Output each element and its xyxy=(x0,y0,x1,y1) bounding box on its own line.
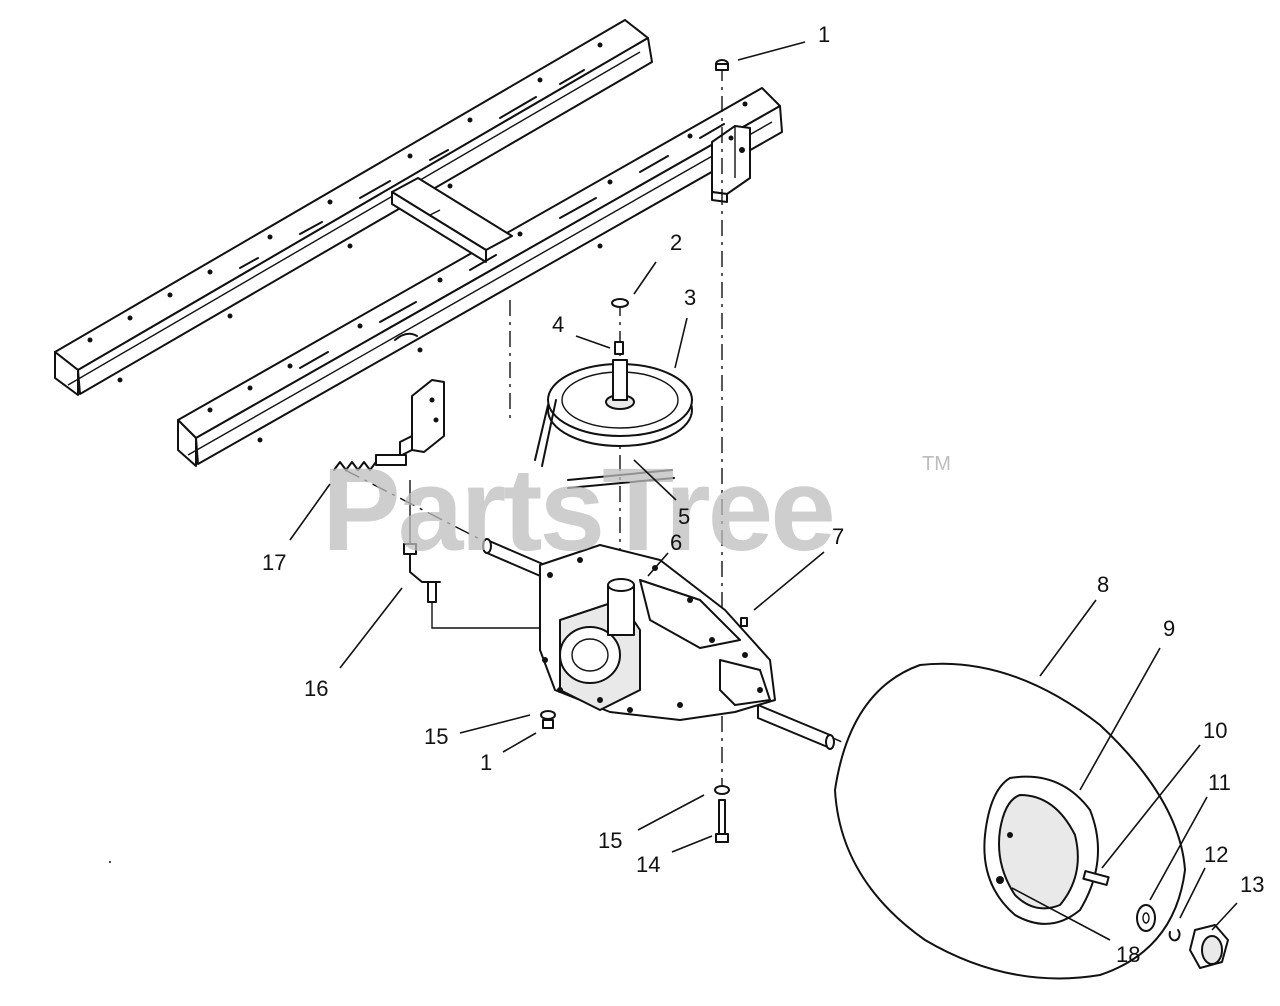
mounting-bracket-left xyxy=(399,379,445,457)
callout-4: 4 xyxy=(552,312,564,337)
callout-6: 6 xyxy=(670,530,682,555)
callout-1-top: 1 xyxy=(818,22,830,47)
washer-11 xyxy=(1136,904,1156,932)
callout-16: 16 xyxy=(304,676,328,701)
transaxle xyxy=(482,538,835,750)
callout-2: 2 xyxy=(670,230,682,255)
key-10 xyxy=(1082,870,1110,886)
mounting-bracket-right xyxy=(711,125,751,203)
callout-9: 9 xyxy=(1163,616,1175,641)
frame-rail-front xyxy=(177,87,783,467)
spring xyxy=(333,454,407,471)
bolt-14-washer-15 xyxy=(714,785,730,843)
callout-15-upper: 15 xyxy=(424,724,448,749)
callout-12: 12 xyxy=(1204,842,1228,867)
callout-13: 13 xyxy=(1240,872,1264,897)
watermark-text: PartsTree xyxy=(322,444,833,576)
callout-leader-lines xyxy=(289,41,1238,941)
callout-7: 7 xyxy=(832,524,844,549)
callout-5: 5 xyxy=(678,504,690,529)
control-rod xyxy=(403,543,540,629)
hub-cap-13 xyxy=(1189,924,1229,969)
key-4 xyxy=(614,341,624,355)
stray-mark xyxy=(109,861,111,863)
callout-15-lower: 15 xyxy=(598,828,622,853)
retaining-ring-12 xyxy=(1168,929,1181,942)
drive-belt-5 xyxy=(534,399,675,489)
bolt-left-washer-nut xyxy=(540,710,556,729)
callout-1-lower: 1 xyxy=(480,750,492,775)
callout-8: 8 xyxy=(1097,572,1109,597)
frame-crossmember xyxy=(391,177,513,263)
frame-rail-rear xyxy=(54,19,653,396)
callout-10: 10 xyxy=(1203,718,1227,743)
callout-17: 17 xyxy=(262,550,286,575)
callout-3: 3 xyxy=(684,285,696,310)
washer-7 xyxy=(740,617,748,627)
callout-14: 14 xyxy=(636,852,660,877)
retaining-ring-2 xyxy=(611,298,629,308)
callout-18: 18 xyxy=(1116,942,1140,967)
watermark-trademark: TM xyxy=(922,453,951,475)
nut-top xyxy=(715,59,729,71)
rear-tire xyxy=(834,662,1186,980)
callout-11: 11 xyxy=(1208,770,1231,795)
pulley xyxy=(547,359,693,447)
